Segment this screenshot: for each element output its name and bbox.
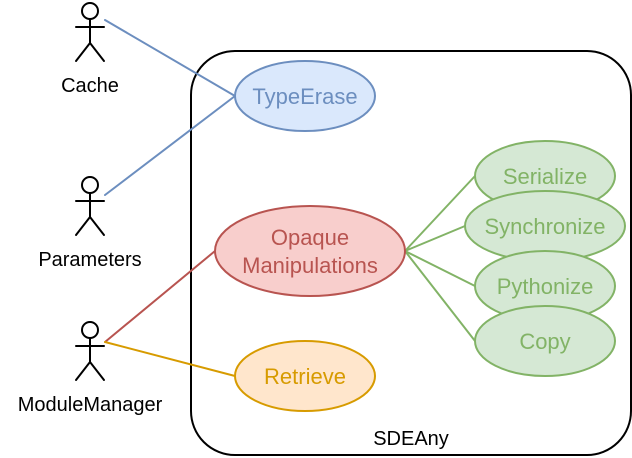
- actor-label: ModuleManager: [18, 394, 163, 416]
- use-case-label: Opaque: [271, 225, 349, 250]
- association-opaque-copy: [404, 250, 476, 342]
- association-opaque-synchronize: [404, 225, 466, 252]
- use-case-label: Manipulations: [242, 253, 378, 278]
- use-case-shape: [214, 205, 406, 297]
- system-label: SDEAny: [373, 428, 449, 450]
- association-cache-typeerase: [104, 19, 236, 97]
- association-modulemanager-retrieve: [104, 341, 236, 377]
- use-case-shape: [234, 60, 376, 132]
- actor-label: Parameters: [38, 249, 141, 271]
- actor-icon: [75, 2, 105, 62]
- association-modulemanager-opaque: [104, 250, 216, 343]
- actor-head: [81, 176, 99, 194]
- actor-icon: [75, 321, 105, 381]
- actor-right-leg: [89, 42, 105, 62]
- actor-right-leg: [89, 361, 105, 381]
- actor-icon: [75, 176, 105, 236]
- use-case-retrieve[interactable]: Retrieve: [234, 340, 376, 412]
- use-case-synchronize[interactable]: Synchronize: [464, 190, 626, 262]
- association-opaque-serialize: [404, 175, 476, 252]
- use-case-typeerase[interactable]: TypeErase: [234, 60, 376, 132]
- actor-head: [81, 2, 99, 20]
- use-case-label: Retrieve: [264, 364, 346, 389]
- use-case-label: Synchronize: [484, 214, 605, 239]
- use-case-pythonize[interactable]: Pythonize: [474, 250, 616, 322]
- actor-label: Cache: [61, 75, 119, 97]
- use-case-shape: [234, 340, 376, 412]
- association-parameters-typeerase: [104, 95, 236, 196]
- actor-right-leg: [89, 216, 105, 236]
- use-case-label: Pythonize: [497, 274, 594, 299]
- actor-left-leg: [75, 361, 91, 381]
- use-case-label: Serialize: [503, 164, 587, 189]
- actor-parameters[interactable]: Parameters: [38, 176, 142, 271]
- actor-head: [81, 321, 99, 339]
- actor-cache[interactable]: Cache: [61, 2, 119, 97]
- actor-modulemanager[interactable]: ModuleManager: [18, 321, 163, 416]
- actor-left-leg: [75, 216, 91, 236]
- use-case-shape: [474, 305, 616, 377]
- use-case-label: TypeErase: [252, 84, 357, 109]
- association-opaque-pythonize: [404, 250, 476, 287]
- associations: [104, 19, 476, 377]
- use-case-copy[interactable]: Copy: [474, 305, 616, 377]
- actor-left-leg: [75, 42, 91, 62]
- use-case-label: Copy: [519, 329, 570, 354]
